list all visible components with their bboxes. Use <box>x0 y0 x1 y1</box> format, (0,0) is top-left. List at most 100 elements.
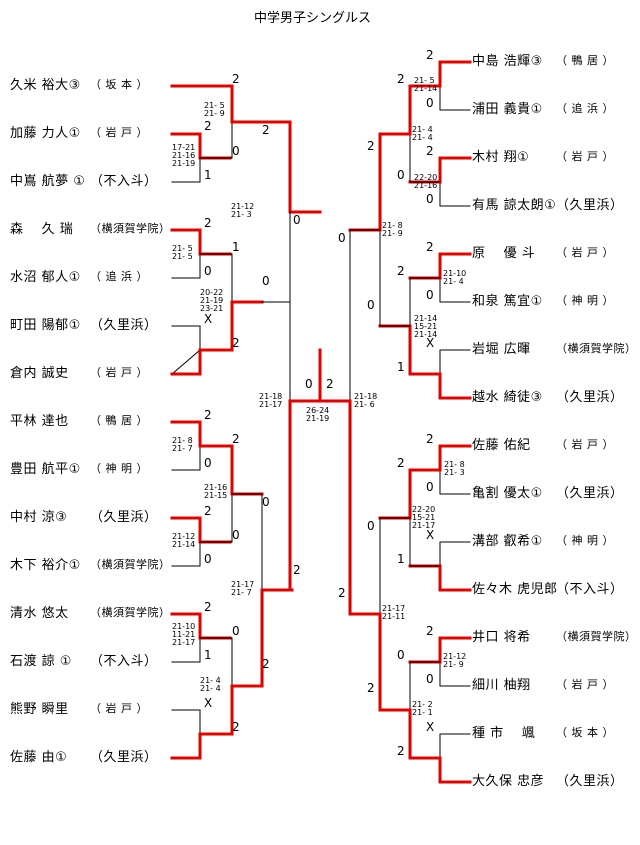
set-count: 0 <box>293 213 301 227</box>
player-team: （久里浜） <box>556 486 624 501</box>
player-entry: 久米 裕大③ <box>10 79 81 92</box>
player-team: （久里浜） <box>556 198 624 213</box>
game-score: 21-12 <box>231 202 255 211</box>
player-entry: 水沼 郁人① <box>10 271 81 284</box>
player-team: （久里浜） <box>90 750 158 765</box>
set-count: 0 <box>232 144 240 158</box>
game-score: 21-17 <box>172 638 196 647</box>
player-entry: 亀割 優太① <box>472 487 543 500</box>
winner-path-line <box>438 60 472 88</box>
set-count: 2 <box>262 657 270 671</box>
game-score: 21-10 <box>172 622 196 631</box>
game-score: 21-17 <box>259 400 283 409</box>
game-score: 21- 1 <box>412 708 433 717</box>
winner-path-line <box>198 300 234 352</box>
set-count: 0 <box>204 264 212 278</box>
game-score: 21- 4 <box>200 684 221 693</box>
game-score: 15-21 <box>412 513 436 522</box>
player-name: 佐藤 佑紀 <box>472 438 531 453</box>
player-entry: 森 久 瑞 <box>10 223 73 236</box>
game-score: 21-19 <box>200 296 224 305</box>
player-team: （横須賀学院） <box>90 558 171 571</box>
bracket-line <box>171 325 201 375</box>
game-score: 21- 5 <box>172 244 193 253</box>
player-entry: 有馬 諒太朗① <box>472 199 556 212</box>
game-score: 21-11 <box>382 612 406 621</box>
winner-path-line <box>438 444 472 472</box>
player-team: （ 追 浜 ） <box>556 102 614 115</box>
player-name: 豊田 航平① <box>10 462 81 477</box>
set-count: 0 <box>204 456 212 470</box>
game-score: 22-20 <box>412 505 436 514</box>
player-entry: 木村 翔① <box>472 151 529 164</box>
player-name: 有馬 諒太朗① <box>472 198 557 213</box>
player-team: （ 坂 本 ） <box>556 726 614 739</box>
game-score: 21-19 <box>306 414 330 423</box>
winner-path-line <box>348 399 382 616</box>
game-score: 21- 4 <box>200 676 221 685</box>
player-name: 細川 柚翔 <box>472 678 531 693</box>
game-score: 21- 9 <box>382 229 403 238</box>
player-entry: 加藤 力人① <box>10 127 81 140</box>
winner-path-line <box>378 612 412 712</box>
player-team: （ 岩 戸 ） <box>556 246 614 259</box>
set-count: 2 <box>397 456 405 470</box>
player-name: 木村 翔① <box>472 150 530 165</box>
player-team: （久里浜） <box>90 318 158 333</box>
player-entry: 溝部 叡希① <box>472 535 543 548</box>
winner-path-line <box>408 708 442 760</box>
set-count: 0 <box>367 298 375 312</box>
game-score: 15-21 <box>414 322 438 331</box>
player-entry: 原 優 斗 <box>472 247 535 260</box>
set-count: 2 <box>367 681 375 695</box>
game-score: 21-19 <box>172 159 196 168</box>
winner-path-line <box>438 756 472 784</box>
player-name: 平林 達也 <box>10 414 69 429</box>
player-name: 井口 将希 <box>472 630 531 645</box>
winner-path-line <box>288 348 322 403</box>
set-count: X <box>204 312 213 326</box>
game-score: 21-18 <box>354 392 378 401</box>
player-team: （ 鴨 居 ） <box>556 54 614 67</box>
game-score: 21-14 <box>414 84 438 93</box>
player-entry: 倉内 誠史 <box>10 367 69 380</box>
set-count: 2 <box>204 600 212 614</box>
player-name: 中島 浩輝③ <box>472 54 543 69</box>
game-score: 21- 5 <box>414 76 435 85</box>
set-count: 2 <box>426 432 434 446</box>
page-title: 中学男子シングルス <box>254 11 372 26</box>
set-count: 0 <box>232 528 240 542</box>
player-entry: 和泉 篤宜① <box>472 295 543 308</box>
player-name: 町田 陽郁① <box>10 318 81 333</box>
game-score: 21-16 <box>172 151 196 160</box>
game-score: 21-17 <box>382 604 406 613</box>
set-count: 2 <box>204 216 212 230</box>
player-entry: 木下 裕介① <box>10 559 81 572</box>
game-score: 20-22 <box>200 288 224 297</box>
set-count: 0 <box>426 96 434 110</box>
player-team: （久里浜） <box>90 510 158 525</box>
player-entry: 大久保 忠彦 <box>472 775 544 788</box>
set-count: 0 <box>232 624 240 638</box>
player-team: （久里浜） <box>556 390 624 405</box>
game-score: 21-17 <box>412 521 436 530</box>
set-count: 0 <box>397 168 405 182</box>
game-score: 21-14 <box>414 330 438 339</box>
set-count: 2 <box>232 720 240 734</box>
game-score: 21- 9 <box>443 660 464 669</box>
game-score: 21- 8 <box>172 436 193 445</box>
set-count: 2 <box>204 504 212 518</box>
winner-path-line <box>408 84 442 136</box>
